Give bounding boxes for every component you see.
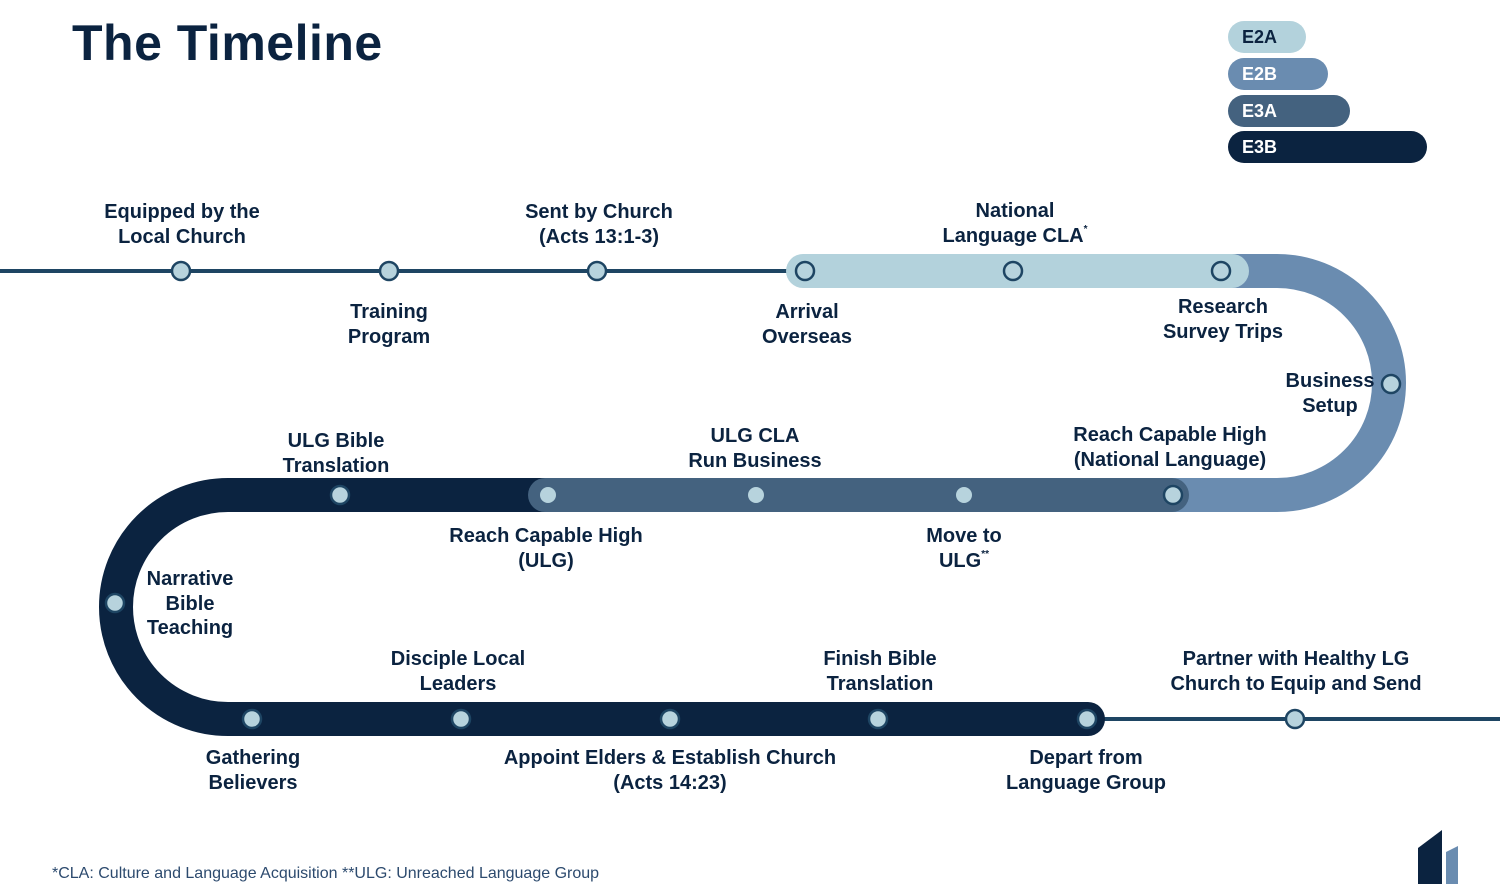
node-gathering (241, 708, 263, 730)
node-research (1210, 260, 1232, 282)
node-business-setup (1380, 373, 1402, 395)
legend-e3b: E3B (1228, 131, 1427, 163)
node-national-cla (1002, 260, 1024, 282)
label-appoint: Appoint Elders & Establish Church(Acts 1… (503, 747, 837, 794)
node-appoint (659, 708, 681, 730)
node-partner (1284, 708, 1306, 730)
node-narrative (104, 592, 126, 614)
node-reach-national (1162, 484, 1184, 506)
node-move-ulg (956, 487, 972, 503)
node-disciple (450, 708, 472, 730)
node-ulg-cla (748, 487, 764, 503)
legend-e3a: E3A (1228, 95, 1350, 127)
legend-e2b: E2B (1228, 58, 1328, 90)
node-training (378, 260, 400, 282)
logo-icon (1418, 830, 1458, 884)
legend-e2a: E2A (1228, 21, 1306, 53)
national-cla-footnote-mark: * (1083, 223, 1088, 235)
node-reach-ulg (540, 487, 556, 503)
footnote: *CLA: Culture and Language Acquisition *… (52, 865, 600, 882)
node-finish (867, 708, 889, 730)
move-ulg-footnote-mark: ** (981, 548, 989, 560)
label-reach-ulg: Reach Capable High(ULG) (449, 525, 643, 572)
node-ulg-translation (329, 484, 351, 506)
node-equipped (170, 260, 192, 282)
node-depart (1076, 708, 1098, 730)
label-sent: Sent by Church(Acts 13:1-3) (525, 201, 673, 248)
node-arrival (794, 260, 816, 282)
page-title: The Timeline (72, 15, 383, 71)
label-reach-national: Reach Capable High(National Language) (1073, 424, 1267, 471)
node-sent (586, 260, 608, 282)
